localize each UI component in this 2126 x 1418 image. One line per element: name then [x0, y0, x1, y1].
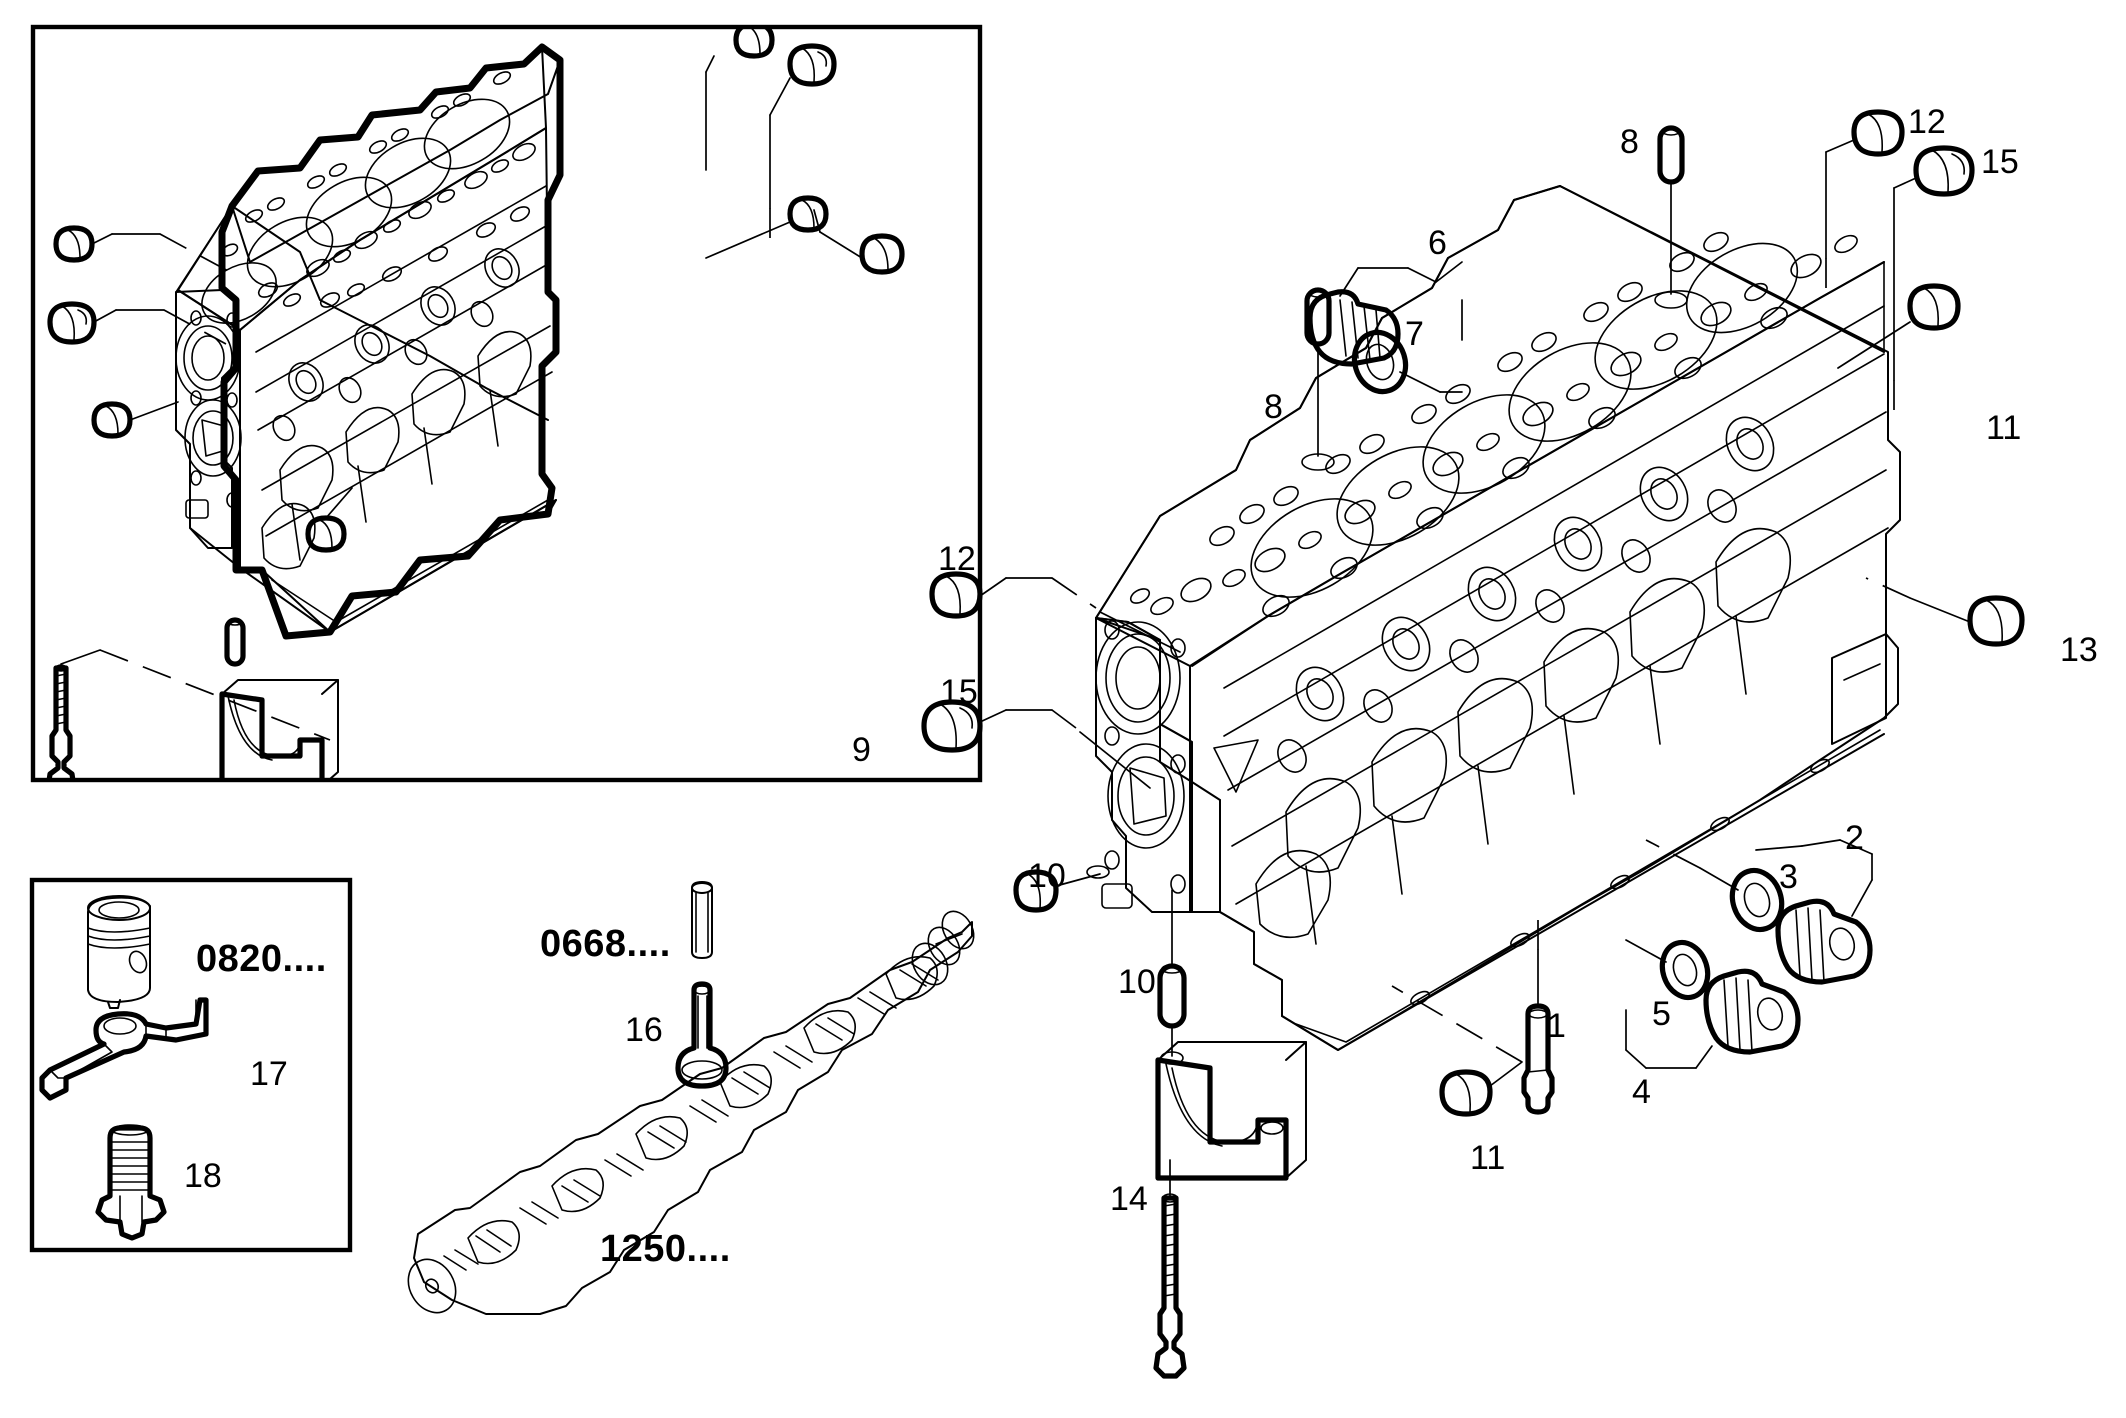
oil-spray-nozzle-icon [39, 997, 209, 1101]
sealing-ring-3 [1729, 867, 1785, 933]
piston-icon [87, 895, 151, 1009]
camshaft-icon [407, 910, 975, 1315]
panel9-core-plug-e [53, 225, 95, 263]
callout-14: 14 [1110, 1180, 1148, 1218]
callout-5: 5 [1652, 995, 1671, 1033]
core-plug-15-left [921, 699, 983, 753]
main-cylinder-block [1095, 185, 1901, 1051]
core-plug-12-left [929, 571, 983, 619]
panel-9-cylinder-block [46, 29, 905, 778]
callout-7: 7 [1405, 315, 1424, 353]
callout-11-lower: 11 [1470, 1139, 1506, 1177]
core-plug-11-lower [1439, 1069, 1493, 1117]
callout-11-upper: 11 [1986, 409, 2022, 447]
callout-12-upper: 12 [1908, 103, 1946, 141]
callout-1: 1 [1547, 1007, 1566, 1045]
callout-13: 13 [2060, 631, 2098, 669]
callout-10-center: 10 [1118, 963, 1156, 1001]
callout-15-left: 15 [940, 673, 978, 711]
core-plug-12-upper [1851, 109, 1905, 157]
valve-part-number: 0668.... [540, 923, 671, 965]
dowel-pin-8-upper [1657, 125, 1685, 185]
piston-inset-frame [29, 877, 353, 1253]
callout-4: 4 [1632, 1073, 1651, 1111]
callout-2: 2 [1845, 819, 1864, 857]
callout-17: 17 [250, 1055, 288, 1093]
screw-plug-2 [1775, 898, 1873, 985]
dowel-sleeve-10-left [1013, 869, 1059, 913]
screw-plug-4 [1703, 968, 1801, 1055]
callout-6: 6 [1428, 224, 1447, 262]
panel9-core-plug-f [47, 301, 97, 345]
callout-16: 16 [625, 1011, 663, 1049]
piston-part-number: 0820.... [196, 938, 327, 980]
core-plug-15-upper [1913, 145, 1975, 197]
panel-9-frame [30, 24, 983, 783]
camshaft-group [407, 881, 975, 1315]
seal-ring-7 [1351, 329, 1409, 395]
callout-10-left: 10 [1028, 857, 1066, 895]
main-bearing-cap-bolt-14 [1153, 1193, 1187, 1379]
callout-8-upper: 8 [1620, 123, 1639, 161]
callout-8-left: 8 [1264, 388, 1283, 426]
camshaft-part-number: 1250.... [600, 1228, 731, 1270]
panel9-core-plug-c [787, 195, 829, 233]
valve-tappet-icon [675, 981, 729, 1089]
panel9-core-plug-d [859, 233, 905, 275]
panel9-dowel-pin [224, 617, 246, 667]
stud-bolt-1 [1521, 1003, 1555, 1115]
dowel-sleeve-10-center [1157, 963, 1187, 1029]
callout-12-left: 12 [938, 540, 976, 578]
sealing-ring-5 [1659, 939, 1711, 1001]
panel9-core-plug-a [733, 29, 775, 59]
panel9-core-plug-b [787, 43, 837, 87]
piston-inset-contents [39, 895, 209, 1241]
panel9-bearing-cap-bolt [46, 664, 76, 778]
panel9-core-plug-h [305, 515, 347, 553]
panel-9-number: 9 [852, 731, 871, 769]
callout-15-upper: 15 [1981, 143, 2019, 181]
core-plug-11-upper [1907, 283, 1961, 331]
callout-3: 3 [1779, 858, 1798, 896]
panel9-main-bearing-cap [219, 679, 339, 778]
push-rod-icon [691, 881, 713, 959]
nozzle-bolt-icon [95, 1124, 167, 1241]
main-bearing-cap [1155, 1041, 1307, 1181]
core-plug-13 [1967, 595, 2025, 647]
callout-18: 18 [184, 1157, 222, 1195]
panel9-core-plug-g [91, 401, 133, 439]
